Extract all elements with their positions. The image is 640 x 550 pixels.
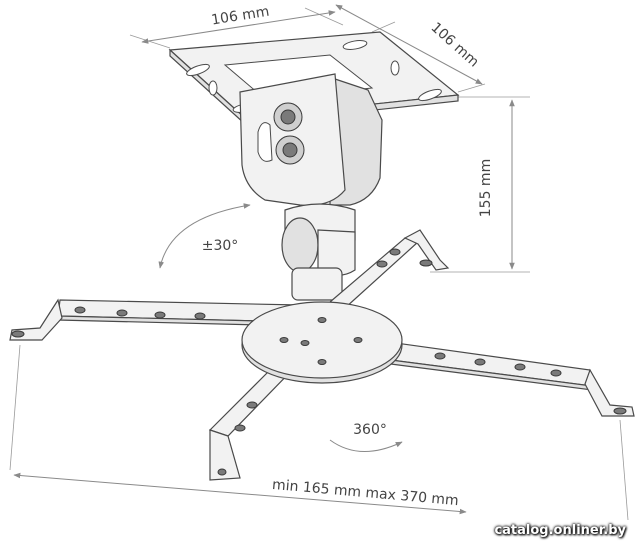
span-label: min 165 mm max 370 mm: [271, 477, 459, 509]
rotation-indicator: 360°: [329, 422, 403, 452]
rotation-label: 360°: [353, 422, 387, 438]
plate-width-label: 106 mm: [210, 4, 270, 29]
mount-arms: [9, 229, 635, 481]
dimension-height: 155 mm: [430, 96, 530, 273]
height-label: 155 mm: [478, 159, 494, 217]
tilt-indicator: ±30°: [158, 203, 251, 269]
tilt-bracket: [239, 73, 383, 207]
watermark: catalog.onliner.by: [494, 523, 626, 538]
central-disc: [241, 301, 403, 384]
tilt-label: ±30°: [202, 238, 239, 254]
arm-holes: [74, 248, 562, 432]
ball-joint: [281, 203, 356, 301]
plate-depth-label: 106 mm: [428, 20, 482, 71]
